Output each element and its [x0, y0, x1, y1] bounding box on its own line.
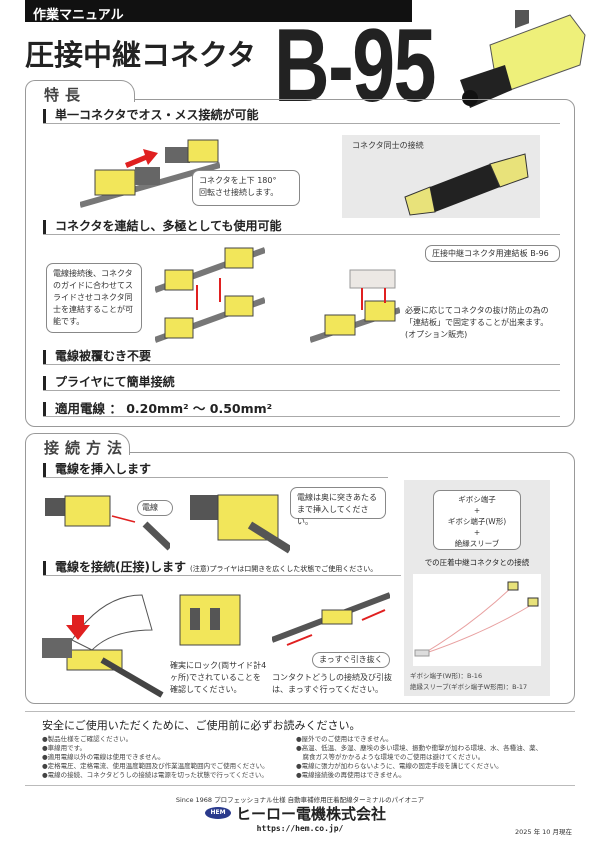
- lock-check-illustration: [179, 594, 241, 646]
- safety-title: 安全にご使用いただくために、ご使用前に必ずお読みください。: [42, 719, 361, 732]
- features-section: [25, 99, 575, 427]
- company-url[interactable]: https://hem.co.jp/: [256, 824, 344, 833]
- safety-right-list: ●屋外でのご使用はできません。 ●高温、低温、多湿、塵埃の多い環境、振動や衝撃が…: [296, 735, 574, 780]
- connector-pair-label: コネクタ同士の接続: [352, 141, 424, 150]
- manual-label: 作業マニュアル: [25, 0, 412, 23]
- safety-item: ●製品仕様をご確認ください。: [42, 735, 133, 743]
- safety-item: ●電線の接続、コネクタどうしの接続は電源を切った状態で行ってください。: [42, 771, 268, 779]
- safety-item: ●定格電圧、定格電流、使用温度範囲及び作業温度範囲内でご使用ください。: [42, 762, 269, 770]
- safety-item: ●適用電線以外の電線は使用できません。: [42, 753, 165, 761]
- link-plate-illustration: [310, 269, 400, 343]
- safety-section: [25, 711, 575, 786]
- company-logo-icon: HEM: [205, 807, 231, 819]
- page-title: 圧接中継コネクタ: [25, 38, 256, 72]
- plier-crimp-illustration: [42, 594, 164, 698]
- feature-heading-5: 適用電線 ： 0.20mm² 〜 0.50mm²: [43, 402, 560, 417]
- insert-wire-illustration: [45, 495, 170, 551]
- plus-2: +: [473, 528, 481, 537]
- method-tab: 接続方法: [25, 433, 130, 457]
- method-heading-2-note: (注意)プライヤは口開きを広くした状態でご使用ください。: [189, 565, 378, 573]
- part-b17: 絶縁スリーブ(ギボシ端子W形用)：B-17: [410, 683, 528, 691]
- method-heading-2-text: 電線を接続(圧接)します: [55, 560, 186, 574]
- connector-pair-image: [404, 153, 529, 216]
- insert-depth-illustration: [190, 494, 290, 554]
- terminal-caption: での圧着中継コネクタとの接続: [424, 558, 530, 567]
- model-number: B-95: [274, 8, 436, 124]
- safety-item: 腐食ガス等がかかるような環境でのご使用は避けてください。: [296, 753, 485, 761]
- safety-item: ●屋外でのご使用はできません。: [296, 735, 393, 743]
- insert-callout: 電線は奥に突きあたるまで挿入してください。: [290, 487, 386, 526]
- pull-straight-illustration: [272, 592, 390, 646]
- product-image: [460, 10, 586, 108]
- feature-heading-1: 単一コネクタでオス・メス接続が可能: [43, 109, 560, 124]
- pull-note: コンタクトどうしの接続及び引抜は、まっすぐ行ってください。: [272, 673, 392, 694]
- plus-1: +: [473, 506, 481, 515]
- terminal-line-1: ギボシ端子: [458, 495, 496, 504]
- issue-date: 2025 年 10 月現在: [515, 828, 573, 836]
- wire-label: 電線: [137, 500, 173, 516]
- safety-item: ●高温、低温、多湿、塵埃の多い環境、振動や衝撃が加わる環境、水、各種油、薬、: [296, 744, 543, 752]
- safety-left-list: ●製品仕様をご確認ください。 ●車線用です。 ●適用電線以外の電線は使用できませ…: [42, 735, 292, 780]
- feature-heading-3: 電線被覆むき不要: [43, 350, 560, 365]
- linking-illustration: [155, 247, 265, 343]
- part-b16: ギボシ端子(W形)：B-16: [410, 672, 483, 680]
- terminal-combo-box: ギボシ端子 + ギボシ端子(W形) + 絶縁スリーブ: [433, 490, 521, 550]
- features-tab: 特長: [25, 80, 135, 104]
- link-plate-callout: 圧接中継コネクタ用連結板 B-96: [425, 245, 560, 262]
- feature-heading-2: コネクタを連結し、多極としても使用可能: [43, 220, 560, 235]
- feature-heading-4: プライヤにて簡単接続: [43, 376, 560, 391]
- safety-item: ●電線接続後の再使用はできません。: [296, 771, 406, 779]
- company-name: ヒーロー電機株式会社: [236, 805, 387, 823]
- terminal-line-2: ギボシ端子(W形): [447, 517, 507, 526]
- lock-note: 確実にロック(両サイド計4ヶ所)でされていることを確認してください。: [170, 661, 267, 694]
- safety-item: ●車線用です。: [42, 744, 87, 752]
- footer-tagline: Since 1968 プロフェッショナル仕様 自動車補修用圧着配線ターミナルのパ…: [175, 796, 425, 804]
- safety-item: ●電線に張力が加わらないように、電線の固定手段を講じてください。: [296, 762, 503, 770]
- link-callout: 電線接続後、コネクタのガイドに合わせてスライドさせコネクタ同士を連結することが可…: [46, 263, 142, 333]
- rotate-callout: コネクタを上下 180° 回転させ接続します。: [192, 170, 300, 206]
- link-plate-note: 必要に応じてコネクタの抜け防止の為の「連結板」で固定することが出来ます。(オプシ…: [405, 306, 549, 339]
- method-heading-2: 電線を接続(圧接)します(注意)プライヤは口開きを広くした状態でご使用ください。: [43, 561, 401, 576]
- terminal-parts: ギボシ端子(W形)：B-16 絶縁スリーブ(ギボシ端子W形用)：B-17: [410, 671, 527, 693]
- method-heading-1: 電線を挿入します: [43, 463, 388, 478]
- terminal-photo: [413, 574, 541, 666]
- pull-label: まっすぐ引き抜く: [312, 652, 390, 668]
- terminal-line-3: 絶縁スリーブ: [454, 539, 500, 548]
- method-section: [25, 452, 575, 704]
